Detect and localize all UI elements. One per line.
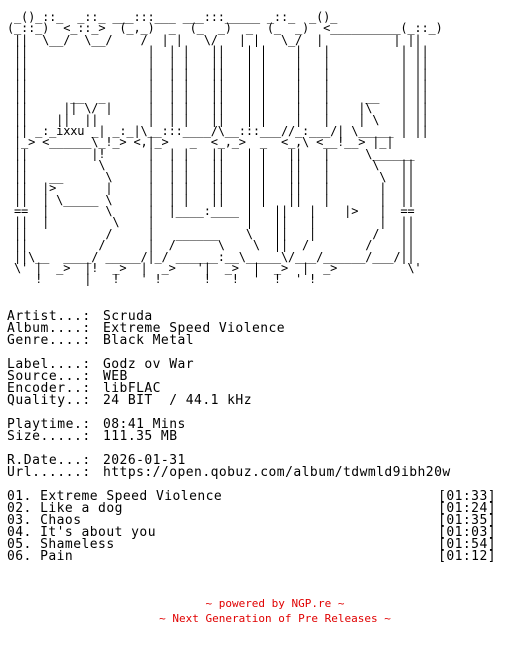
track-title: 05. Shameless: [7, 537, 115, 552]
footer-powered-by: ~ powered by NGP.re ~: [205, 597, 345, 610]
artist-value: Scruda: [103, 309, 153, 324]
track-title: 02. Like a dog: [7, 501, 123, 516]
genre-row: Genre....: Black Metal: [7, 333, 513, 348]
url-key: Url......:: [7, 465, 91, 480]
encoder-key: Encoder..:: [7, 381, 91, 396]
ascii-art-text: _()_::_ _::_ ___:::___ ___:::_____ _::_ …: [7, 10, 443, 287]
source-value: WEB: [103, 369, 128, 384]
track-row: 03. Chaos [01:35]: [7, 513, 496, 528]
track-duration: [01:33]: [438, 489, 496, 504]
track-row: 04. It's about you [01:03]: [7, 525, 496, 540]
artist-row: Artist...: Scruda: [7, 309, 513, 324]
encoder-row: Encoder..: libFLAC: [7, 381, 513, 396]
label-value: Godz ov War: [103, 357, 195, 372]
size-row: Size.....: 111.35 MB: [7, 429, 513, 444]
track-duration: [01:24]: [438, 501, 496, 516]
track-row: 05. Shameless [01:54]: [7, 537, 496, 552]
genre-key: Genre....:: [7, 333, 91, 348]
size-key: Size.....:: [7, 429, 91, 444]
album-key: Album....:: [7, 321, 91, 336]
label-key: Label....:: [7, 357, 91, 372]
quality-row: Quality..: 24 BIT / 44.1 kHz: [7, 393, 513, 408]
release-date-key: R.Date...:: [7, 453, 91, 468]
url-value[interactable]: https://open.qobuz.com/album/tdwmld9ibh2…: [103, 465, 451, 480]
track-title: 06. Pain: [7, 549, 74, 564]
track-list: 01. Extreme Speed Violence [01:33] 02. L…: [7, 489, 513, 564]
url-row: Url......: https://open.qobuz.com/album/…: [7, 465, 513, 480]
footer-tagline: ~ Next Generation of Pre Releases ~: [159, 612, 391, 625]
track-duration: [01:12]: [438, 549, 496, 564]
track-title: 04. It's about you: [7, 525, 156, 540]
label-row: Label....: Godz ov War: [7, 357, 513, 372]
track-duration: [01:03]: [438, 525, 496, 540]
source-key: Source...:: [7, 369, 91, 384]
track-duration: [01:35]: [438, 513, 496, 528]
track-row: 02. Like a dog [01:24]: [7, 501, 496, 516]
genre-value: Black Metal: [103, 333, 195, 348]
release-date-value: 2026-01-31: [103, 453, 186, 468]
playtime-key: Playtime.:: [7, 417, 91, 432]
source-row: Source...: WEB: [7, 369, 513, 384]
playtime-value: 08:41 Mins: [103, 417, 186, 432]
track-duration: [01:54]: [438, 537, 496, 552]
release-date-row: R.Date...: 2026-01-31: [7, 453, 513, 468]
track-title: 03. Chaos: [7, 513, 82, 528]
track-row: 06. Pain [01:12]: [7, 549, 496, 564]
track-title: 01. Extreme Speed Violence: [7, 489, 223, 504]
release-info: Artist...: Scruda Album....: Extreme Spe…: [7, 309, 513, 564]
artist-key: Artist...:: [7, 309, 91, 324]
quality-value: 24 BIT / 44.1 kHz: [103, 393, 252, 408]
encoder-value: libFLAC: [103, 381, 161, 396]
quality-key: Quality..:: [7, 393, 91, 408]
album-row: Album....: Extreme Speed Violence: [7, 321, 513, 336]
track-row: 01. Extreme Speed Violence [01:33]: [7, 489, 496, 504]
ascii-art-logo: _()_::_ _::_ ___:::___ ___:::_____ _::_ …: [7, 10, 443, 287]
size-value: 111.35 MB: [103, 429, 178, 444]
playtime-row: Playtime.: 08:41 Mins: [7, 417, 513, 432]
album-value: Extreme Speed Violence: [103, 321, 286, 336]
